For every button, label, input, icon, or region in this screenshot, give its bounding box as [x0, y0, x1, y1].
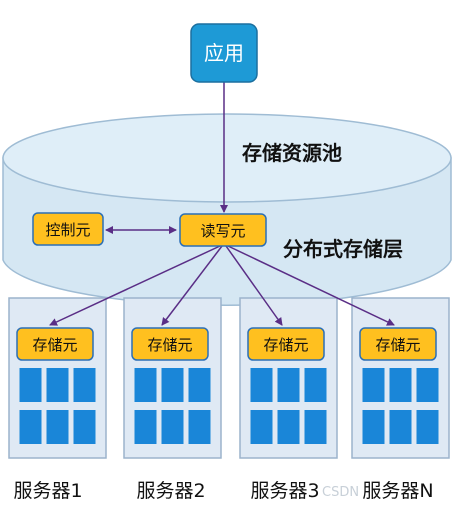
- server-1: 存储元: [8, 297, 107, 459]
- disk-cell: [304, 410, 327, 444]
- disk-cell: [277, 410, 300, 444]
- storage-element-label: 存储元: [147, 336, 192, 354]
- server-4: 存储元: [351, 297, 450, 459]
- disk-cell: [188, 368, 211, 402]
- servers-group: 存储元 存储元 存储元 存储元: [8, 297, 450, 459]
- disk-cell: [73, 410, 96, 444]
- control-element-label: 控制元: [45, 221, 90, 239]
- app-box: [190, 23, 258, 83]
- disk-cell: [389, 368, 412, 402]
- rw-element-box: [179, 213, 267, 247]
- rw-element-label: 读写元: [200, 222, 245, 240]
- disk-cell: [161, 368, 184, 402]
- disk-cell: [250, 368, 273, 402]
- rw-to-storage-3-arrow: [225, 245, 283, 326]
- storage-element-label: 存储元: [32, 336, 77, 354]
- server-2: 存储元: [123, 297, 222, 459]
- storage-element-label: 存储元: [375, 336, 420, 354]
- disk-cell: [134, 368, 157, 402]
- disk-cell: [73, 368, 96, 402]
- storage-element-box: [359, 327, 437, 361]
- server-names-group: 服务器1 服务器2 服务器3 服务器N: [13, 480, 433, 502]
- layer-label: 分布式存储层: [283, 237, 403, 261]
- rw-to-storage-n-arrow: [227, 245, 395, 326]
- disk-cell: [416, 368, 439, 402]
- disk-cell: [362, 410, 385, 444]
- cylinder-top: [2, 113, 452, 203]
- disk-cell: [416, 410, 439, 444]
- server-3: 存储元: [239, 297, 338, 459]
- disk-cell: [161, 410, 184, 444]
- disk-cell: [19, 410, 42, 444]
- disk-cell: [250, 410, 273, 444]
- storage-element-label: 存储元: [263, 336, 308, 354]
- control-element-box: [32, 212, 104, 246]
- disk-cell: [46, 368, 69, 402]
- app-label: 应用: [204, 41, 244, 65]
- disk-cell: [134, 410, 157, 444]
- server-name-label: 服务器3: [250, 480, 319, 502]
- disk-cell: [389, 410, 412, 444]
- disk-cell: [19, 368, 42, 402]
- app-node: 应用: [190, 23, 258, 83]
- disk-cell: [277, 368, 300, 402]
- disk-cell: [46, 410, 69, 444]
- storage-element-box: [247, 327, 325, 361]
- server-name-label: 服务器N: [362, 480, 433, 502]
- server-name-label: 服务器2: [136, 480, 205, 502]
- rw-to-storage-2-arrow: [161, 245, 223, 326]
- rw-to-storage-1-arrow: [49, 245, 221, 326]
- connector-group: [49, 82, 395, 326]
- control-element-node: 控制元: [32, 212, 104, 246]
- pool-label: 存储资源池: [242, 141, 342, 165]
- disk-cell: [362, 368, 385, 402]
- storage-element-box: [16, 327, 94, 361]
- storage-pool-cylinder: [2, 113, 452, 307]
- rw-element-node: 读写元: [179, 213, 267, 247]
- disk-cell: [188, 410, 211, 444]
- server-name-label: 服务器1: [13, 480, 82, 502]
- disk-cell: [304, 368, 327, 402]
- watermark-text: CSDN: [322, 485, 359, 500]
- storage-element-box: [131, 327, 209, 361]
